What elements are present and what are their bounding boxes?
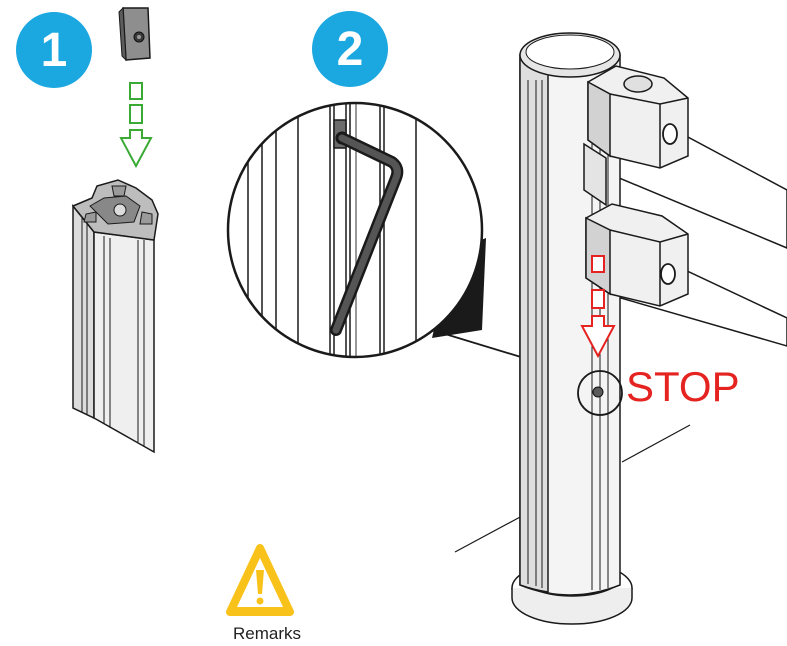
step-2-badge: 2: [312, 11, 388, 87]
step-1-badge: 1: [16, 12, 92, 88]
aluminium-profile-step1: [71, 179, 159, 454]
clamp-lower: [585, 203, 689, 307]
stop-label: STOP: [626, 363, 740, 410]
floor-lines: [454, 424, 691, 553]
screw-position-marker: [577, 370, 623, 416]
warning-triangle-icon: [226, 544, 294, 616]
t-nut-part: [118, 6, 151, 62]
remarks-label: Remarks: [233, 624, 302, 643]
insert-down-arrow-green: [119, 82, 153, 169]
stop-down-arrow-red: [580, 255, 616, 359]
clamp-upper: [583, 65, 689, 207]
